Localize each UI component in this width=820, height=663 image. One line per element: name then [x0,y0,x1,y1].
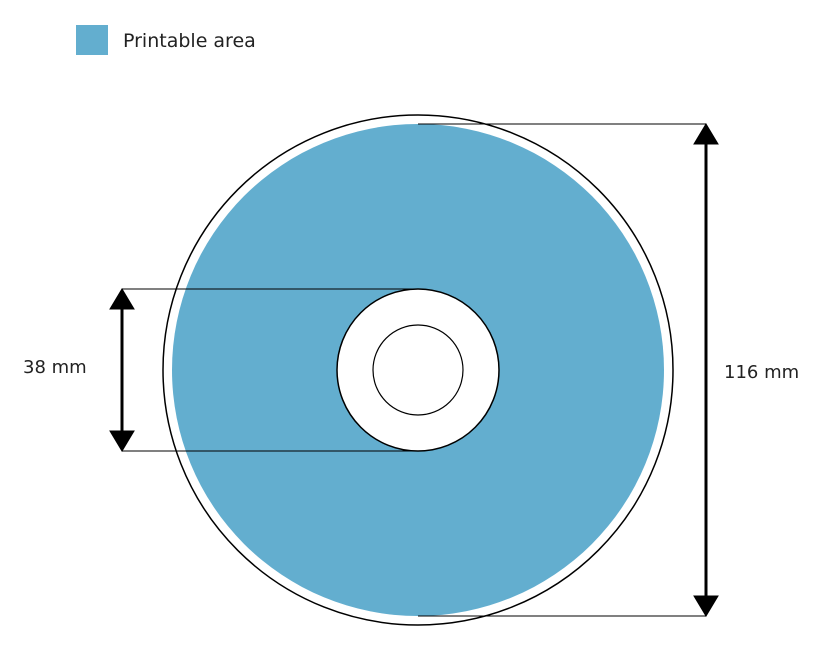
legend-label: Printable area [123,30,256,52]
legend-swatch [76,25,108,55]
outer-dimension [418,123,719,617]
inner-dimension-label: 38 mm [23,357,87,378]
center-hole [372,324,464,416]
inner-dimension [109,288,418,452]
outer-dimension-label: 116 mm [724,362,800,383]
